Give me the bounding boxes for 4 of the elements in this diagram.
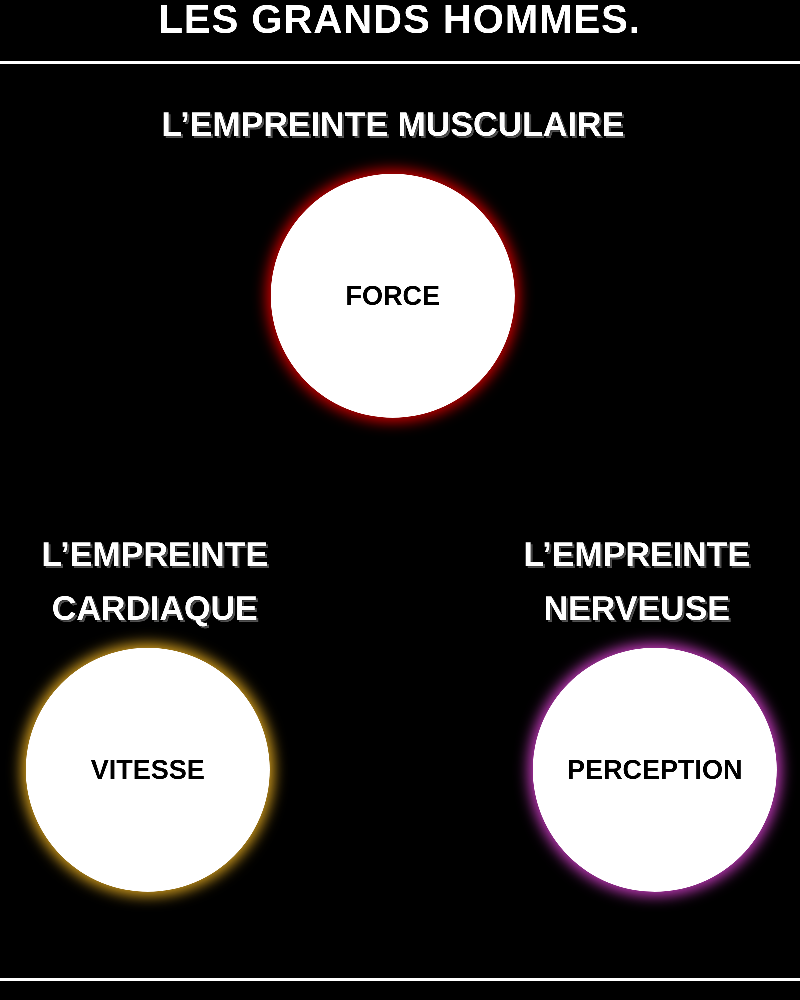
title: LES GRANDS HOMMES. [158,0,642,44]
heading: L’EMPREINTE MUSCULAIRE [160,105,626,146]
heading: L’EMPREINTE NERVEUSE [522,535,752,630]
heading: L’EMPREINTE CARDIAQUE [40,535,270,630]
